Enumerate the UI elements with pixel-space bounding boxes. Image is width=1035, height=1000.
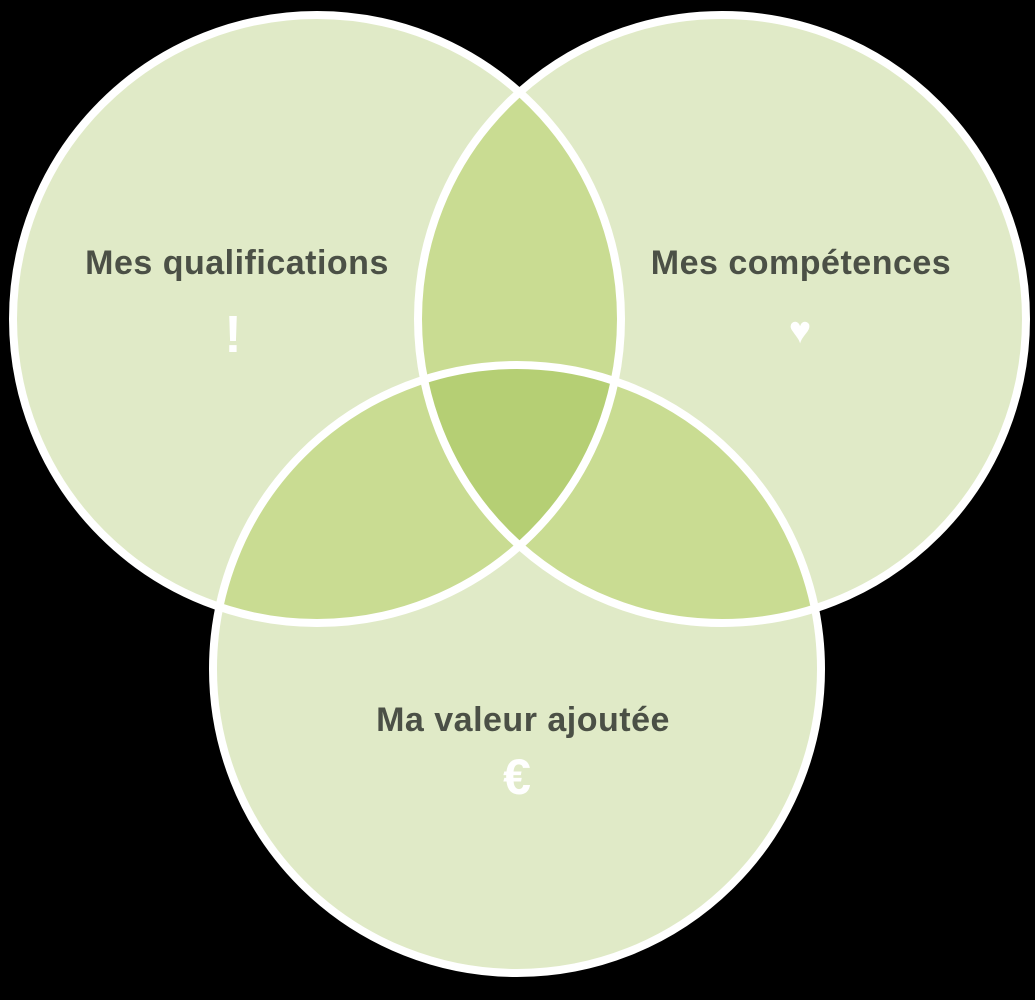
label-qualifications: Mes qualifications [85, 244, 389, 282]
euro-icon: € [503, 749, 531, 805]
overlap-qualifications-valeur [213, 365, 621, 623]
exclamation-icon: ! [224, 306, 241, 364]
circle-valeur-ajoutee-outline [209, 361, 825, 977]
overlap-competences-valeur [418, 365, 821, 623]
circle-qualifications-outline [9, 11, 625, 627]
circle-competences-outline [414, 11, 1030, 627]
label-competences: Mes compétences [651, 244, 951, 282]
label-valeur-ajoutee: Ma valeur ajoutée [376, 701, 670, 739]
heart-icon: ♥ [789, 310, 812, 352]
